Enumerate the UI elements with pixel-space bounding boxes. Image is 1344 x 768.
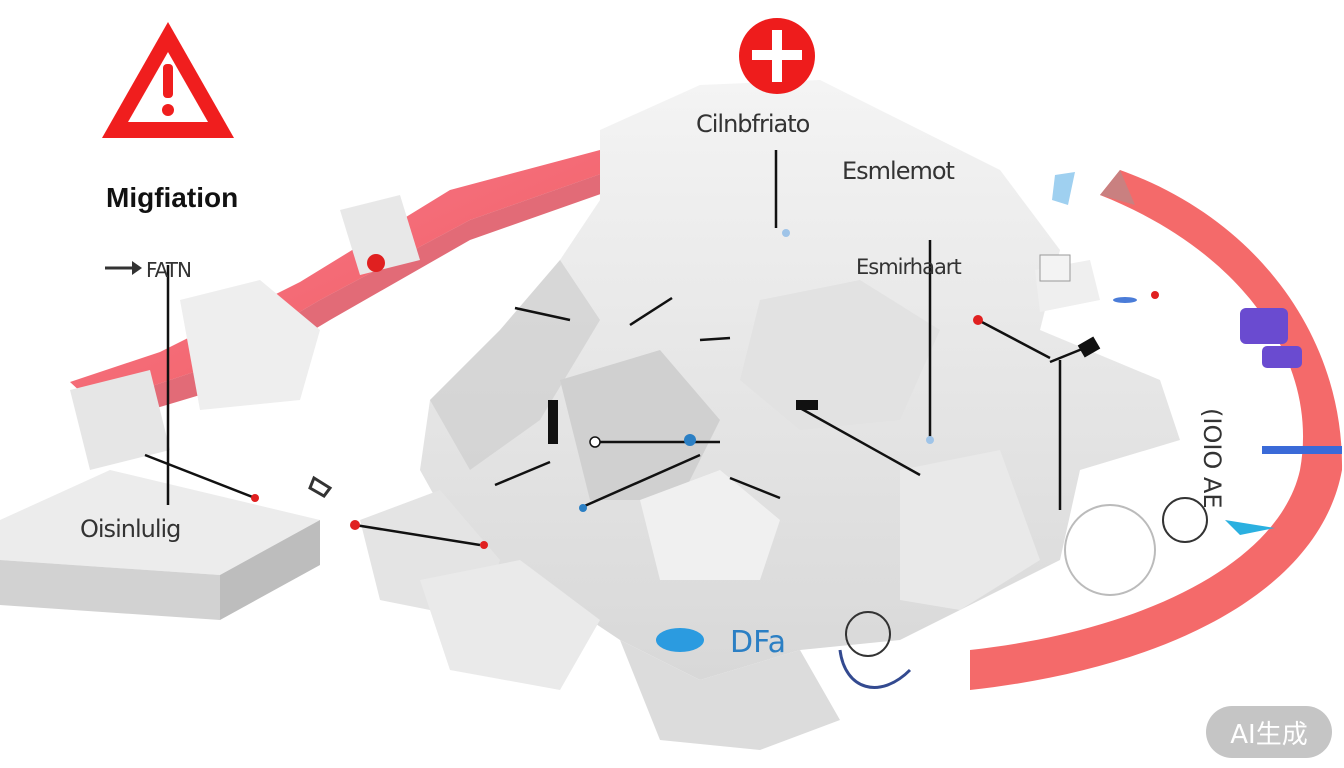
left-small-label: FATN bbox=[146, 258, 192, 282]
right-vertical-label: (IOIO AE bbox=[1198, 408, 1226, 509]
connector-dots bbox=[251, 229, 1159, 549]
right-upper-label: Esmlemot bbox=[842, 157, 955, 185]
bottom-center-label: DFa bbox=[730, 625, 786, 660]
scene-markers bbox=[308, 172, 1342, 689]
warning-triangle-icon bbox=[102, 22, 234, 138]
migration-label: Migfiation bbox=[106, 182, 239, 213]
right-red-arc bbox=[970, 170, 1343, 690]
arrow-right-icon bbox=[105, 261, 142, 275]
connector-lines bbox=[144, 150, 1093, 547]
left-lower-label: Oisinlulig bbox=[80, 515, 181, 543]
ai-generated-watermark: AI生成 bbox=[1206, 706, 1332, 758]
left-platform bbox=[0, 470, 320, 620]
top-center-label: Cilnbfriato bbox=[696, 110, 810, 138]
right-mid-label: Esmirhaart bbox=[856, 255, 962, 279]
central-rock-mass bbox=[70, 80, 1180, 750]
plus-circle-icon bbox=[739, 18, 815, 94]
